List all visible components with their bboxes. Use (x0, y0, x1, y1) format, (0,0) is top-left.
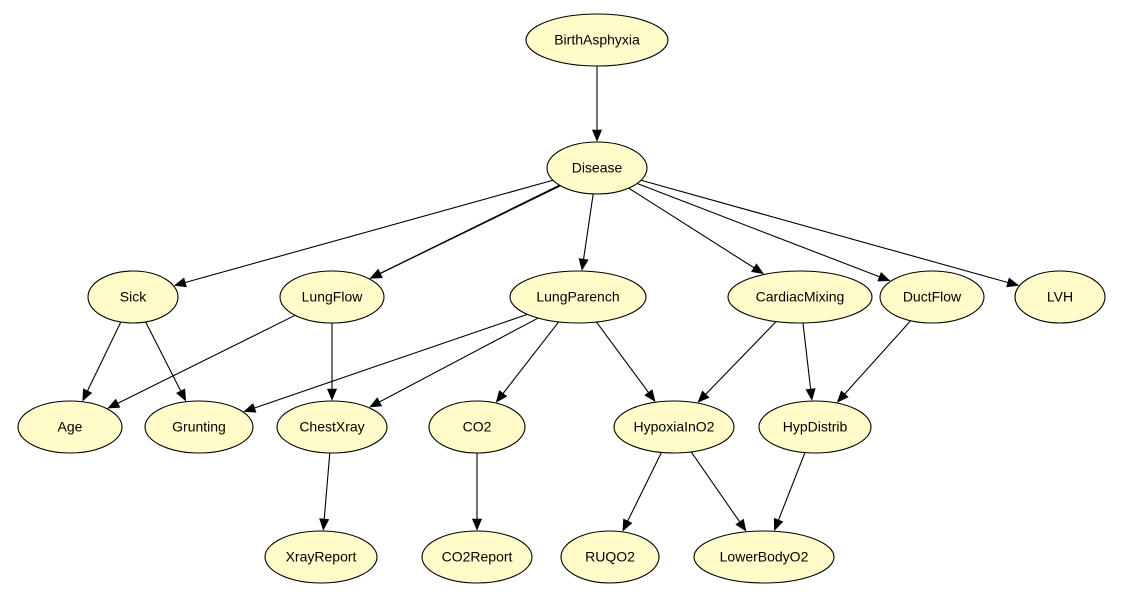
arrowhead-icon (697, 390, 710, 403)
arrowhead-icon (107, 398, 121, 409)
arrowhead-icon (644, 389, 656, 402)
node-co2[interactable]: CO2 (428, 400, 526, 454)
arrowhead-icon (877, 271, 891, 282)
arrowhead-icon (495, 390, 508, 403)
node-shape-chestxray (276, 400, 388, 454)
edge-ductflow-to-hypdistrib (844, 320, 912, 395)
arrowhead-icon (369, 268, 383, 279)
edge-disease-to-cardiacmixing (628, 187, 755, 269)
node-shape-disease (546, 141, 648, 195)
node-ductflow[interactable]: DuctFlow (879, 270, 985, 324)
arrowhead-icon (1006, 277, 1020, 288)
edge-chestxray-to-xrayreport (323, 452, 331, 520)
arrowhead-icon (176, 388, 187, 402)
edge-cardiacmixing-to-hypdistrib (802, 322, 812, 390)
node-shape-lungparench (509, 270, 647, 324)
arrowhead-icon (82, 388, 93, 402)
edge-sick-to-age (87, 321, 122, 392)
arrowhead-icon (805, 388, 816, 401)
edge-disease-to-lungflow (380, 182, 565, 274)
arrowhead-icon (735, 518, 747, 532)
arrowhead-icon (319, 518, 330, 531)
node-shape-ruqo2 (560, 530, 660, 584)
node-cardiacmixing[interactable]: CardiacMixing (727, 270, 873, 324)
node-co2report[interactable]: CO2Report (421, 530, 533, 584)
arrowhead-icon (836, 390, 849, 403)
node-shape-lowerbodyo2 (693, 530, 835, 584)
arrowhead-icon (773, 517, 784, 532)
arrowhead-icon (591, 129, 603, 142)
node-shape-hypdistrib (758, 400, 872, 454)
node-chestxray[interactable]: ChestXray (276, 400, 388, 454)
node-xrayreport[interactable]: XrayReport (264, 530, 378, 584)
arrowhead-icon (326, 388, 338, 401)
node-shape-xrayreport (264, 530, 378, 584)
node-shape-co2report (421, 530, 533, 584)
node-age[interactable]: Age (17, 400, 123, 454)
node-shape-birthasphyxia (525, 13, 669, 67)
arrowhead-icon (622, 518, 633, 532)
arrowhead-icon (243, 403, 257, 413)
arrowhead-icon (173, 277, 187, 288)
edge-cardiacmixing-to-hypoxiaino2 (705, 321, 777, 395)
node-shape-sick (87, 270, 179, 324)
edge-lungparench-to-co2 (502, 321, 560, 394)
node-shape-age (17, 400, 123, 454)
node-shape-cardiacmixing (727, 270, 873, 324)
arrowhead-icon (578, 258, 589, 271)
node-shape-ductflow (879, 270, 985, 324)
arrowhead-icon (369, 397, 383, 408)
node-grunting[interactable]: Grunting (144, 400, 254, 454)
node-ruqo2[interactable]: RUQO2 (560, 530, 660, 584)
node-sick[interactable]: Sick (87, 270, 179, 324)
edge-lungflow-to-age (117, 314, 296, 404)
edge-layer (82, 66, 1020, 532)
edge-disease-to-lungparench (583, 193, 594, 260)
node-birthasphyxia[interactable]: BirthAsphyxia (525, 13, 669, 67)
edge-disease-to-ductflow (636, 182, 880, 278)
node-shape-co2 (428, 400, 526, 454)
edge-disease-to-lvh (640, 179, 1008, 283)
node-hypdistrib[interactable]: HypDistrib (758, 400, 872, 454)
arrowhead-icon (471, 518, 483, 531)
node-shape-lvh (1014, 270, 1106, 324)
node-lungparench[interactable]: LungParench (509, 270, 647, 324)
node-lvh[interactable]: LVH (1014, 270, 1106, 324)
arrowhead-icon (751, 263, 764, 275)
node-shape-hypoxiaino2 (613, 400, 735, 454)
edge-sick-to-grunting (145, 321, 182, 392)
node-hypoxiaino2[interactable]: HypoxiaInO2 (613, 400, 735, 454)
edge-lungparench-to-chestxray (379, 317, 539, 403)
edge-lungparench-to-grunting (254, 313, 528, 409)
edge-lungparench-to-hypoxiaino2 (596, 321, 649, 393)
edge-disease-to-sick (185, 179, 554, 284)
node-shape-grunting (144, 400, 254, 454)
edge-hypoxiaino2-to-lowerbodyo2 (690, 451, 741, 523)
edge-hypoxiaino2-to-ruqo2 (627, 452, 662, 522)
node-lungflow[interactable]: LungFlow (279, 270, 385, 324)
node-disease[interactable]: Disease (546, 141, 648, 195)
node-shape-lungflow (279, 270, 385, 324)
node-lowerbodyo2[interactable]: LowerBodyO2 (693, 530, 835, 584)
edge-hypdistrib-to-lowerbodyo2 (777, 452, 806, 521)
